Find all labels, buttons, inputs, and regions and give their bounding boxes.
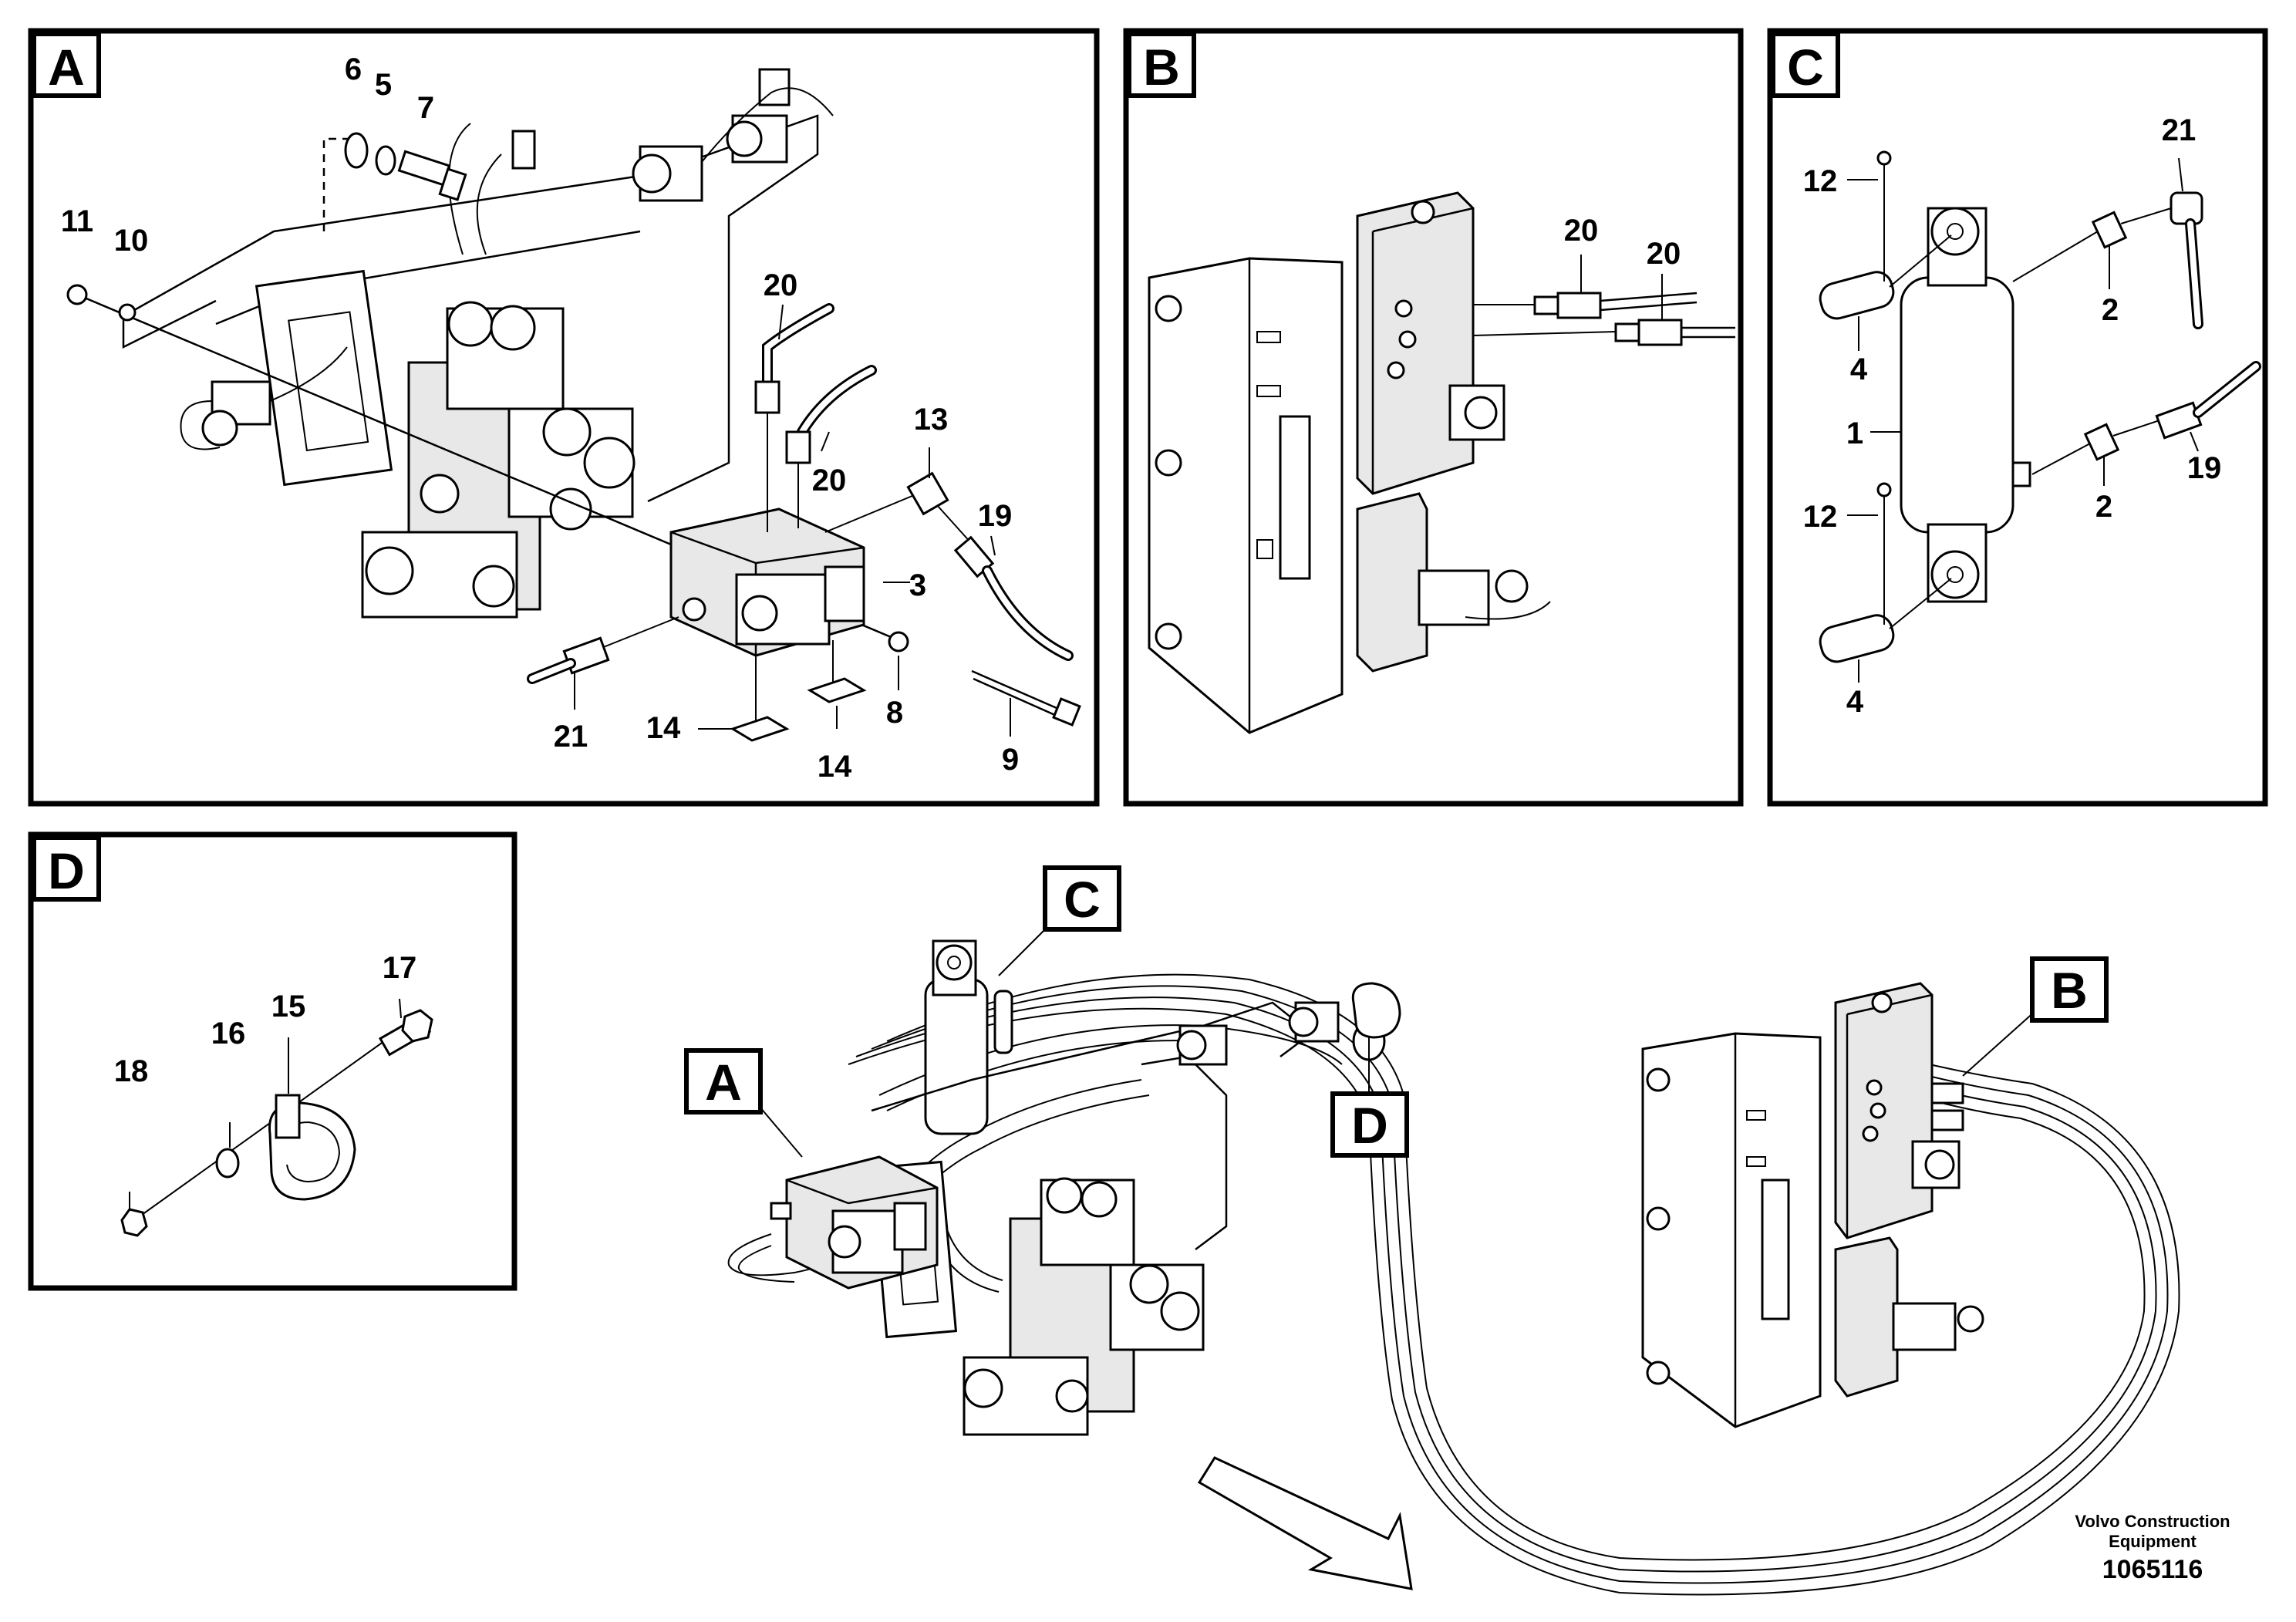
callout-a-19: 19 bbox=[978, 499, 1013, 533]
callout-a-20-bottom: 20 bbox=[812, 464, 847, 497]
panel-c-frame bbox=[1767, 28, 2268, 807]
panel-c-pins bbox=[1819, 150, 1952, 663]
panel-c-tag: C bbox=[1787, 39, 1824, 96]
document-number: 1065116 bbox=[2102, 1555, 2203, 1584]
manufacturer-line-2: Equipment bbox=[2109, 1532, 2197, 1551]
panel-a-valve-stack bbox=[361, 123, 636, 619]
panel-d-clamp-assembly bbox=[120, 998, 433, 1237]
panel-a-frame bbox=[28, 28, 1100, 807]
callout-b-20-left: 20 bbox=[1564, 214, 1599, 248]
overview-cylinder bbox=[924, 939, 1013, 1135]
callout-c-12-top: 12 bbox=[1803, 164, 1838, 198]
panel-b: B bbox=[1123, 28, 1744, 807]
manufacturer-line-1: Volvo Construction bbox=[2075, 1512, 2230, 1531]
overview-tag-c-box bbox=[1043, 865, 1121, 932]
panel-b-tag: B bbox=[1143, 39, 1180, 96]
panel-b-frame bbox=[1123, 28, 1744, 807]
panel-a: A bbox=[28, 28, 1100, 807]
callout-d-15: 15 bbox=[271, 990, 306, 1023]
callout-c-12-bottom: 12 bbox=[1803, 500, 1838, 534]
panel-a-small-solenoids bbox=[632, 87, 834, 202]
callout-d-18: 18 bbox=[114, 1054, 149, 1088]
callout-a-3: 3 bbox=[909, 568, 926, 602]
overview-tag-b: B bbox=[2051, 962, 2088, 1019]
panel-d-tag-box bbox=[32, 835, 101, 902]
callout-a-10: 10 bbox=[114, 224, 149, 258]
callout-a-14-left: 14 bbox=[646, 711, 681, 745]
panel-c-tag-box bbox=[1771, 32, 1840, 98]
panel-a-hoses-20 bbox=[754, 303, 877, 532]
panel-a-tag-box bbox=[32, 32, 101, 98]
callout-d-17: 17 bbox=[383, 951, 417, 985]
callout-a-8: 8 bbox=[886, 696, 903, 730]
overview-tag-b-box bbox=[2030, 956, 2109, 1023]
overview-tag-d-box bbox=[1330, 1091, 1409, 1158]
overview-tag-c: C bbox=[1064, 871, 1101, 928]
overview-right-valve bbox=[1641, 982, 1984, 1428]
callout-a-5: 5 bbox=[375, 68, 392, 102]
direction-arrow-icon bbox=[1197, 1456, 1413, 1590]
overview-tag-a: A bbox=[705, 1054, 742, 1111]
overview-tag-a-box bbox=[684, 1048, 763, 1114]
panel-a-valve-block-3 bbox=[669, 508, 865, 657]
callout-a-7: 7 bbox=[417, 91, 434, 125]
manufacturer-label: Volvo Construction Equipment bbox=[2052, 1512, 2253, 1552]
overview-leader-c bbox=[998, 925, 1050, 976]
callout-c-4-top: 4 bbox=[1850, 352, 1868, 386]
overview-leader-b bbox=[1962, 1010, 2037, 1077]
panel-a-hose-19 bbox=[824, 471, 1074, 661]
callout-d-16: 16 bbox=[211, 1017, 246, 1050]
callout-a-21: 21 bbox=[554, 720, 588, 754]
callout-b-20-right: 20 bbox=[1647, 237, 1681, 271]
panel-a-hose-21 bbox=[527, 616, 679, 684]
panel-d-tag: D bbox=[48, 842, 85, 899]
callout-c-19: 19 bbox=[2187, 451, 2222, 485]
panel-a-left-connector bbox=[180, 346, 348, 450]
panel-c-cylinder bbox=[1900, 207, 2031, 603]
panel-c-fittings bbox=[2012, 191, 2261, 475]
panel-b-bracket-plate bbox=[1148, 257, 1344, 734]
overview-assembly: A C D B bbox=[684, 865, 2180, 1596]
panel-a-bracket bbox=[122, 68, 819, 503]
callout-c-4-bottom: 4 bbox=[1846, 685, 1864, 719]
callout-a-13: 13 bbox=[914, 403, 949, 437]
overview-clamp-d bbox=[1351, 982, 1401, 1095]
panel-a-leaders bbox=[574, 304, 1011, 737]
callout-c-2-bottom: 2 bbox=[2095, 490, 2112, 524]
callout-a-9: 9 bbox=[1002, 743, 1019, 777]
callout-c-2-top: 2 bbox=[2102, 293, 2119, 327]
cylinder-body bbox=[1900, 276, 2014, 534]
panel-c: C bbox=[1767, 28, 2268, 807]
panel-a-tag: A bbox=[48, 39, 85, 96]
callout-c-21: 21 bbox=[2162, 113, 2197, 147]
panel-d: D 17 15 16 18 bbox=[28, 831, 518, 1291]
callout-a-6: 6 bbox=[345, 52, 362, 86]
callout-c-1: 1 bbox=[1846, 416, 1863, 450]
callout-a-20-top: 20 bbox=[764, 268, 798, 302]
overview-valve-block bbox=[770, 1155, 939, 1290]
panel-b-valve-body bbox=[1356, 191, 1551, 673]
panel-b-hoses-20 bbox=[1472, 255, 1735, 346]
overview-tag-d: D bbox=[1351, 1097, 1388, 1154]
panel-a-top-hardware bbox=[322, 132, 467, 231]
panel-d-frame bbox=[28, 831, 518, 1291]
callout-a-11: 11 bbox=[61, 204, 93, 238]
callout-a-14-right: 14 bbox=[818, 750, 852, 784]
panel-b-tag-box bbox=[1127, 32, 1196, 98]
panel-a-plates-14 bbox=[730, 640, 867, 742]
panel-c-leaders bbox=[1847, 157, 2199, 683]
overview-leader-a bbox=[759, 1106, 803, 1158]
